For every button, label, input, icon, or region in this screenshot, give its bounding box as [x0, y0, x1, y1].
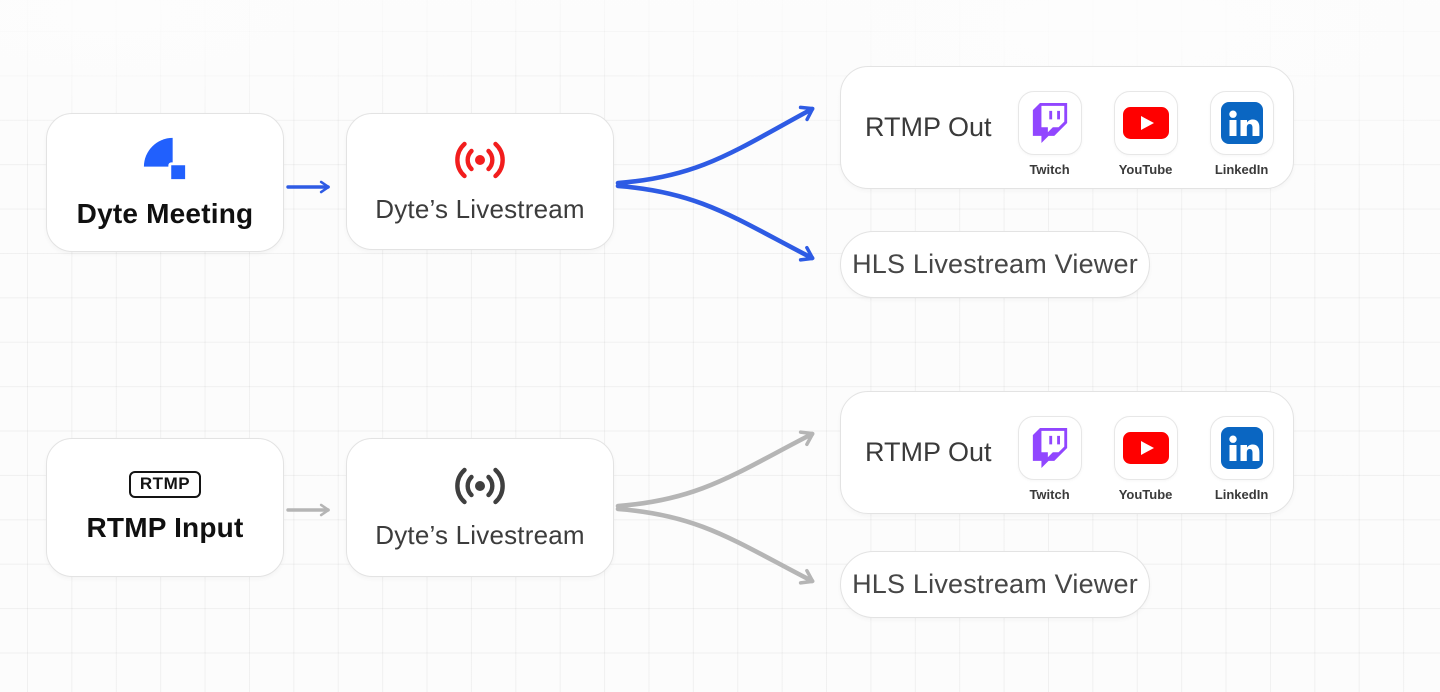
platform-card — [1017, 415, 1082, 480]
platform-card — [1017, 90, 1082, 155]
node-dyte-meeting: Dyte Meeting — [46, 113, 284, 252]
arrow-livestream-to-rtmpout — [615, 105, 815, 186]
node-title: Dyte’s Livestream — [375, 193, 585, 224]
platform-twitch: Twitch — [1017, 415, 1082, 502]
platform-card — [1113, 415, 1178, 480]
node-dyte-livestream-top: Dyte’s Livestream — [346, 113, 614, 250]
platform-label: Twitch — [1029, 486, 1070, 502]
platform-card — [1113, 90, 1178, 155]
node-rtmp-input: RTMP RTMP Input — [46, 438, 284, 577]
platform-linkedin: LinkedIn — [1209, 90, 1274, 177]
arrow-livestream2-to-rtmpout — [615, 430, 815, 509]
node-dyte-livestream-bottom: Dyte’s Livestream — [346, 438, 614, 577]
platform-linkedin: LinkedIn — [1209, 415, 1274, 502]
twitch-icon — [1032, 102, 1067, 143]
platform-label: LinkedIn — [1214, 486, 1269, 502]
node-title: Dyte’s Livestream — [375, 519, 585, 550]
linkedin-icon — [1220, 101, 1263, 144]
node-title: HLS Livestream Viewer — [852, 249, 1138, 279]
platform-twitch: Twitch — [1017, 90, 1082, 177]
arrow-livestream-to-hls — [615, 183, 815, 262]
rtmp-badge-icon: RTMP — [128, 471, 202, 498]
node-title: RTMP Out — [865, 112, 992, 142]
platform-label: Twitch — [1029, 161, 1070, 177]
platform-youtube: YouTube — [1113, 90, 1178, 177]
platform-card — [1209, 415, 1274, 480]
node-rtmp-out-bottom: RTMP Out Twitch YouTube — [840, 391, 1294, 514]
live-broadcast-icon — [455, 141, 505, 178]
platform-label: LinkedIn — [1214, 161, 1269, 177]
youtube-icon — [1122, 106, 1169, 139]
arrow-livestream2-to-hls — [615, 506, 815, 585]
node-title: RTMP Input — [86, 512, 244, 543]
platform-list: Twitch YouTube LinkedIn — [1017, 415, 1274, 502]
platform-label: YouTube — [1118, 161, 1173, 177]
node-title: HLS Livestream Viewer — [852, 569, 1138, 599]
linkedin-icon — [1220, 426, 1263, 469]
dyte-logo-icon — [143, 137, 188, 182]
platform-youtube: YouTube — [1113, 415, 1178, 502]
node-hls-viewer-bottom: HLS Livestream Viewer — [840, 551, 1150, 618]
platform-card — [1209, 90, 1274, 155]
node-title: RTMP Out — [865, 437, 992, 467]
platform-list: Twitch YouTube LinkedIn — [1017, 90, 1274, 177]
live-broadcast-icon — [455, 467, 505, 504]
youtube-icon — [1122, 431, 1169, 464]
platform-label: YouTube — [1118, 486, 1173, 502]
node-title: Dyte Meeting — [76, 197, 254, 229]
twitch-icon — [1032, 427, 1067, 468]
node-rtmp-out-top: RTMP Out Twitch YouTube — [840, 66, 1294, 189]
node-hls-viewer-top: HLS Livestream Viewer — [840, 231, 1150, 298]
